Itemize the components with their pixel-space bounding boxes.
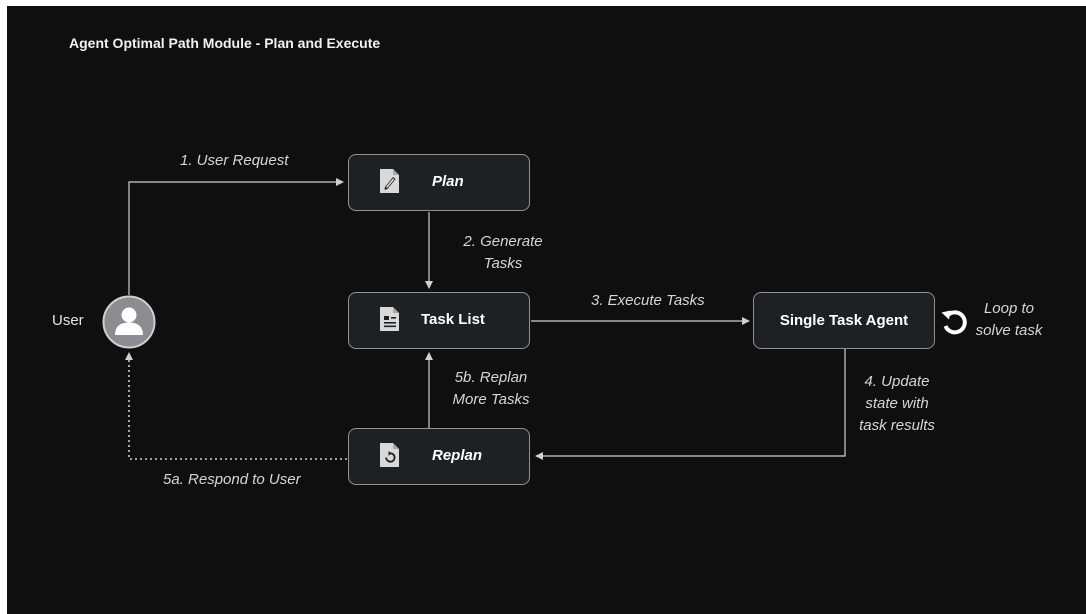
loop-label: Loop to solve task	[969, 298, 1049, 342]
plan-node[interactable]: Plan	[348, 154, 530, 211]
list-document-icon	[380, 307, 399, 331]
edge-label-generate-line1: 2. Generate	[463, 233, 543, 250]
diagram-canvas: Agent Optimal Path Module - Plan and Exe…	[7, 6, 1086, 614]
connector-layer	[125, 178, 846, 460]
replan-node[interactable]: Replan	[348, 428, 530, 485]
edge-label-update-line3: task results	[859, 417, 935, 434]
edge-label-replan-line2: More Tasks	[452, 391, 530, 408]
user-avatar-icon[interactable]	[102, 295, 156, 349]
loop-label-line1: Loop to	[983, 300, 1035, 317]
edge-label-update-line2: state with	[865, 395, 929, 412]
edit-document-icon	[380, 169, 399, 193]
plan-node-label: Plan	[432, 173, 464, 190]
task-list-node[interactable]: Task List	[348, 292, 530, 349]
edge-label-replan-more-tasks: 5b. Replan More Tasks	[443, 367, 539, 411]
edge-label-generate-line2: Tasks	[483, 255, 523, 272]
edge-label-update-state: 4. Update state with task results	[852, 371, 942, 437]
single-task-agent-node-label: Single Task Agent	[779, 312, 909, 329]
edge-label-update-line1: 4. Update	[864, 373, 930, 390]
edge-replan-to-user	[125, 352, 347, 460]
refresh-document-icon	[380, 443, 399, 467]
edge-label-generate-tasks: 2. Generate Tasks	[453, 231, 553, 275]
loop-arrow-icon	[941, 310, 967, 335]
loop-label-line2: solve task	[975, 322, 1043, 339]
edge-label-respond-to-user: 5a. Respond to User	[163, 471, 301, 488]
edge-label-execute-tasks: 3. Execute Tasks	[591, 292, 705, 309]
edge-label-replan-line1: 5b. Replan	[454, 369, 528, 386]
edge-label-user-request: 1. User Request	[180, 152, 289, 169]
diagram-title: Agent Optimal Path Module - Plan and Exe…	[69, 35, 381, 51]
edge-agent-to-replan	[535, 348, 846, 460]
single-task-agent-node[interactable]: Single Task Agent	[753, 292, 935, 349]
user-label: User	[52, 312, 84, 329]
edge-user-to-plan	[128, 178, 344, 295]
replan-node-label: Replan	[432, 447, 483, 464]
task-list-node-label: Task List	[421, 311, 485, 328]
